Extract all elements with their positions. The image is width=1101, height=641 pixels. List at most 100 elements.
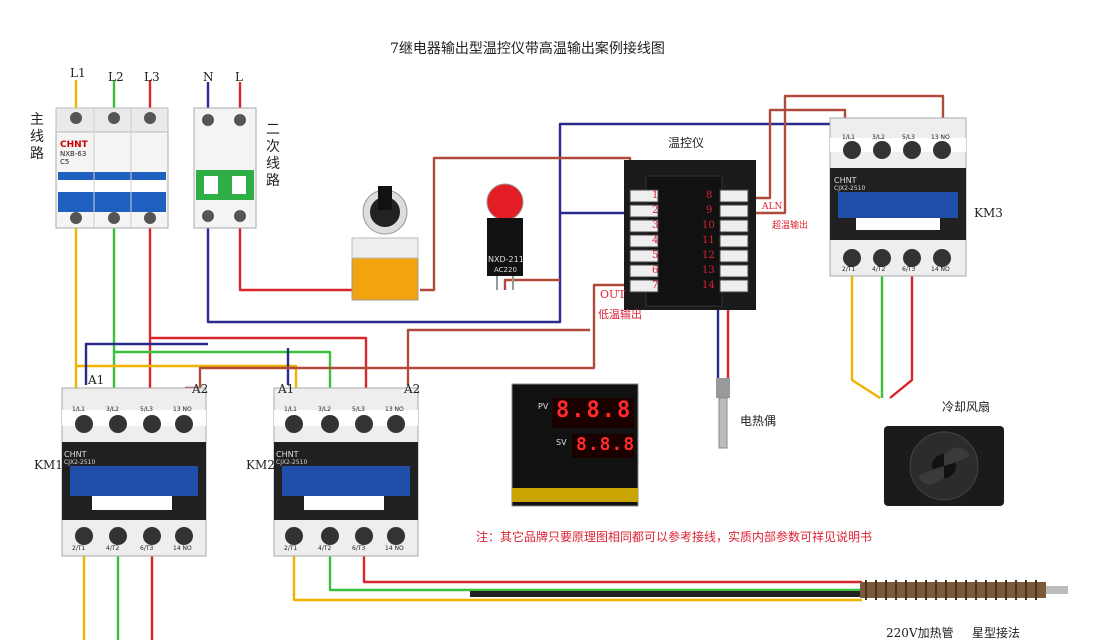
km3-top-3: 5/L3	[902, 134, 915, 141]
wire-fan-red	[889, 268, 914, 399]
km1-top-4: 13 NO	[173, 406, 192, 413]
cooling-fan	[884, 426, 1004, 506]
display-pv-value: 8.8.8	[556, 398, 633, 423]
low-temp-output-label: 低温输出	[598, 308, 642, 321]
km2-bot-2: 4/T2	[318, 545, 332, 552]
controller-back	[624, 160, 756, 310]
km3-bot-3: 6/T3	[902, 266, 916, 273]
km1-brand: CHNT	[64, 450, 87, 459]
star-connection-label: 星型接法	[972, 626, 1021, 640]
terminal-l2: L2	[108, 70, 124, 84]
terminal-9: 9	[706, 205, 713, 216]
wire-km2-t3	[362, 548, 862, 584]
wire-l2-km2	[114, 350, 332, 405]
terminal-1: 1	[652, 190, 659, 201]
heating-tube	[860, 580, 1068, 600]
terminal-l1: L1	[70, 66, 86, 80]
km2-a2: A2	[404, 382, 421, 396]
terminal-l: L	[235, 70, 243, 84]
lamp-model: NXD-211	[488, 255, 524, 264]
km3-bot-4: 14 NO	[931, 266, 950, 273]
terminal-5: 5	[652, 250, 659, 261]
km2-label: KM2	[246, 458, 275, 472]
display-sv-value: 8.8.8	[576, 434, 636, 455]
terminal-4: 4	[652, 235, 659, 246]
thermocouple-probe	[716, 378, 730, 449]
km2-a1: A1	[278, 382, 295, 396]
km1-label: KM1	[34, 458, 63, 472]
km2-bot-1: 2/T1	[284, 545, 298, 552]
km1-a2: A2	[192, 382, 209, 396]
km2-brand: CHNT	[276, 450, 299, 459]
terminal-n: N	[203, 70, 214, 84]
wire-alarm	[745, 94, 945, 215]
km2-bot-4: 14 NO	[385, 545, 404, 552]
km3-top-2: 3/L2	[872, 134, 885, 141]
km1-bot-2: 4/T2	[106, 545, 120, 552]
contactor-km3	[829, 117, 967, 277]
wire-km2-t1	[292, 548, 862, 602]
main-breaker	[55, 107, 169, 229]
note-text: 注：其它品牌只要原理图相同都可以参考接线，实质内部参数可祥见说明书	[476, 530, 873, 544]
terminal-7: 7	[652, 280, 659, 291]
terminal-14: 14	[702, 280, 715, 291]
breaker-brand: CHNT	[60, 140, 88, 150]
wire-lamp	[503, 278, 560, 290]
terminal-11: 11	[702, 235, 715, 246]
wire-l-switch	[238, 222, 370, 292]
km3-bot-1: 2/T1	[842, 266, 856, 273]
breaker-rating: C5	[60, 158, 70, 166]
secondary-breaker	[193, 107, 257, 229]
terminal-13: 13	[702, 265, 715, 276]
out-label: OUT	[600, 288, 626, 301]
wire-km2-t2	[328, 548, 862, 592]
controller-front	[511, 383, 639, 507]
km2-top-2: 3/L2	[318, 406, 331, 413]
terminal-8: 8	[706, 190, 713, 201]
display-sv-label: SV	[556, 438, 567, 447]
km3-top-4: 13 NO	[931, 134, 950, 141]
km1-bot-3: 6/T3	[140, 545, 154, 552]
km3-label: KM3	[974, 206, 1003, 220]
km1-top-2: 3/L2	[106, 406, 119, 413]
km1-a1: A1	[88, 373, 105, 387]
km2-top-1: 1/L1	[284, 406, 297, 413]
km2-top-3: 5/L3	[352, 406, 365, 413]
km3-top-1: 1/L1	[842, 134, 855, 141]
km2-bot-3: 6/T3	[352, 545, 366, 552]
km2-model: CJX2-2510	[276, 459, 308, 466]
main-circuit-label: 主线路	[30, 112, 44, 162]
terminal-2: 2	[652, 205, 659, 216]
breaker-model: NXB-63	[60, 150, 87, 158]
diagram-title: 7继电器输出型温控仪带高温输出案例接线图	[390, 41, 665, 57]
km3-model: CJX2-2510	[834, 185, 866, 192]
wire-out-km2	[406, 328, 590, 385]
km1-top-1: 1/L1	[72, 406, 85, 413]
display-pv-label: PV	[538, 402, 549, 411]
secondary-circuit-label: 二次线路	[266, 122, 280, 189]
lamp-voltage: AC220	[494, 266, 517, 274]
fan-label: 冷却风扇	[942, 400, 991, 414]
selector-switch	[351, 186, 419, 301]
terminal-6: 6	[652, 265, 659, 276]
wire-switch-out	[420, 156, 632, 292]
wire-n-km1	[84, 342, 208, 385]
thermocouple-label: 电热偶	[740, 414, 777, 428]
km3-bot-2: 4/T2	[872, 266, 886, 273]
wire-alarm-ret	[745, 108, 847, 200]
km2-top-4: 13 NO	[385, 406, 404, 413]
km1-model: CJX2-2510	[64, 459, 96, 466]
terminal-3: 3	[652, 220, 659, 231]
wire-fan-yellow	[850, 268, 881, 400]
km3-brand: CHNT	[834, 176, 857, 185]
km1-bot-1: 2/T1	[72, 545, 86, 552]
terminal-12: 12	[702, 250, 715, 261]
km1-bot-4: 14 NO	[173, 545, 192, 552]
controller-label: 温控仪	[668, 136, 705, 150]
terminal-10: 10	[702, 220, 715, 231]
terminal-l3: L3	[144, 70, 160, 84]
heater-label: 220V加热管	[886, 626, 954, 640]
aln-label: ALN	[762, 202, 783, 212]
km1-top-3: 5/L3	[140, 406, 153, 413]
